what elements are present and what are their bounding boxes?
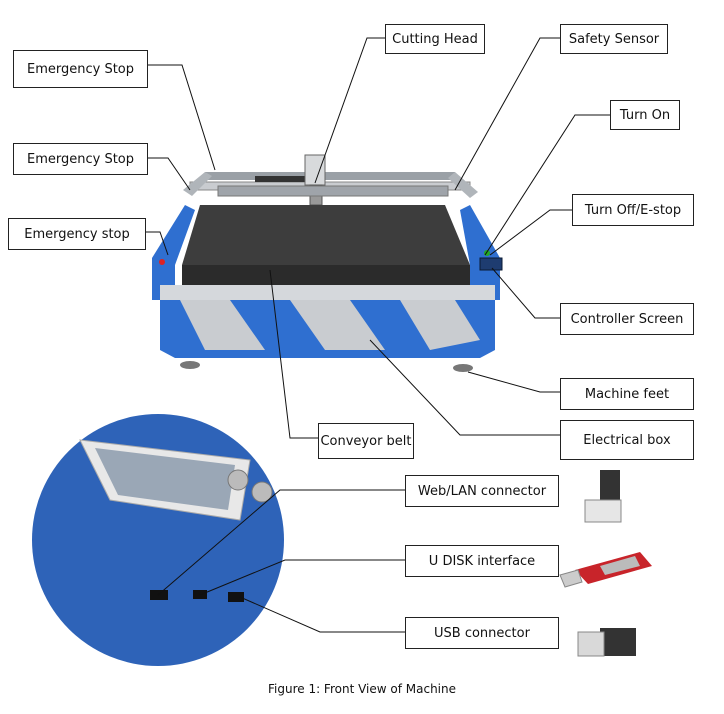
usb-drive-icon <box>559 552 652 588</box>
machine-feet-label: Machine feet <box>560 378 694 410</box>
figure-caption: Figure 1: Front View of Machine <box>267 682 456 696</box>
safety-sensor-label: Safety Sensor <box>560 24 668 54</box>
usb-b-plug-icon <box>577 628 636 657</box>
web-lan-connector-label: Web/LAN connector <box>405 475 559 507</box>
emergency-stop-label-1: Emergency Stop <box>13 50 148 88</box>
emergency-stop-label-2: Emergency Stop <box>13 143 148 175</box>
ethernet-plug-icon <box>584 470 622 523</box>
usb-connector-label: USB connector <box>405 617 559 649</box>
conveyor-belt-label: Conveyor belt <box>318 423 414 459</box>
leader-lines <box>145 37 610 633</box>
turn-on-label: Turn On <box>610 100 680 130</box>
emergency-stop-label-3: Emergency stop <box>8 218 146 250</box>
turn-off-estop-label: Turn Off/E-stop <box>572 194 694 226</box>
connector-closeup <box>32 414 284 666</box>
machine-body <box>152 154 503 372</box>
cutting-head-label: Cutting Head <box>385 24 485 54</box>
electrical-box-label: Electrical box <box>560 420 694 460</box>
controller-screen-label: Controller Screen <box>560 303 694 335</box>
u-disk-interface-label: U DISK interface <box>405 545 559 577</box>
